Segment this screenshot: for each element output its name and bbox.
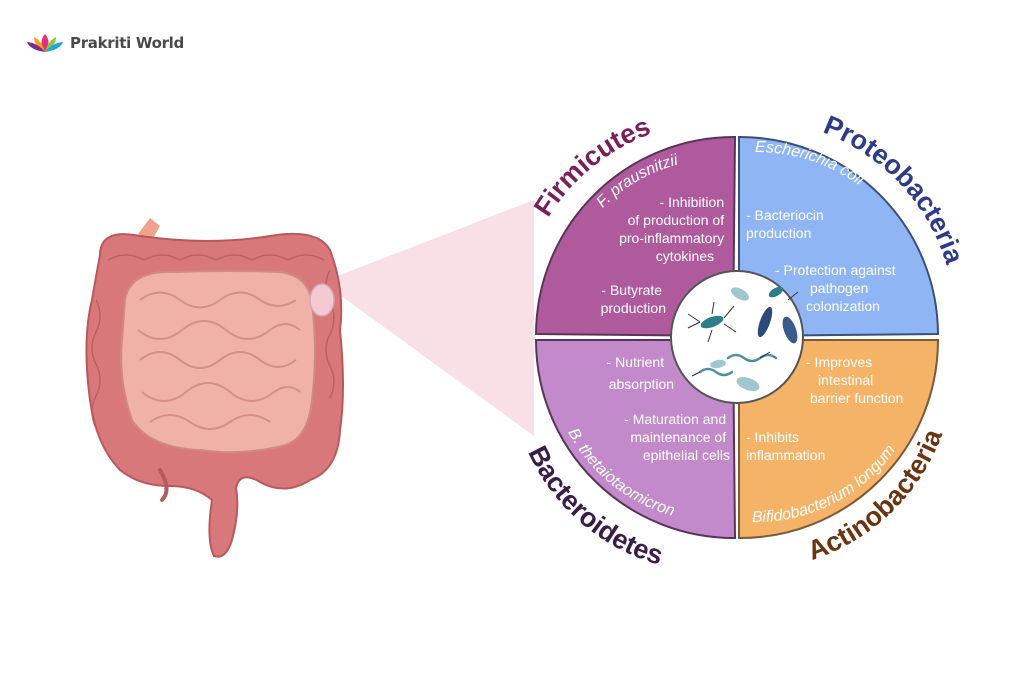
quadrant-proteobacteria <box>738 135 940 338</box>
zoom-cone-icon <box>322 200 534 436</box>
quadrant-actinobacteria <box>738 339 940 540</box>
bacteroidetes-functions: - Nutrient absorption - Maturation and m… <box>607 354 730 463</box>
actinobacteria-functions: - Improves intestinal barrier function -… <box>746 354 907 463</box>
firmicutes-functions: - Inhibition of production of pro-inflam… <box>601 194 728 316</box>
brand-name: Prakriti World <box>70 34 184 52</box>
quadrant-bacteroidetes <box>534 339 737 540</box>
brand-logo[interactable]: Prakriti World <box>26 32 184 54</box>
proteobacteria-functions: - Bacteriocin production - Protection ag… <box>746 207 900 314</box>
bacteria-cluster-icon <box>670 270 804 404</box>
quadrant-firmicutes <box>534 135 737 338</box>
intestine-icon <box>85 218 344 558</box>
lotus-icon <box>27 34 63 52</box>
